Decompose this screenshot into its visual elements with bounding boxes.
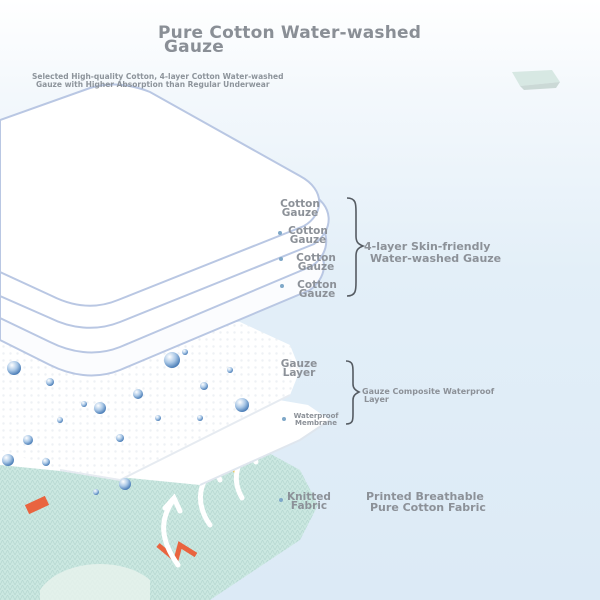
- cotton-gauze-layers: [0, 83, 330, 377]
- subtitle-line-1: Selected High-quality Cotton, 4-layer Co…: [32, 72, 284, 81]
- pointer-dot: [279, 498, 283, 502]
- title-line-2: Gauze: [164, 37, 224, 57]
- title-line-1: Pure Cotton Water-washed: [158, 23, 422, 43]
- layer-label-knitted-fabric: Knitted Fabric: [287, 491, 331, 512]
- layer-label-cotton-gauze-2: Cotton Gauze: [288, 225, 328, 246]
- layer-label-cotton-gauze-3: Cotton Gauze: [296, 252, 336, 273]
- layer-label-gauze-layer: Gauze Layer: [280, 358, 318, 379]
- pointer-dot: [279, 257, 283, 261]
- subtitle-line-2: Gauze with Higher Absorption than Regula…: [36, 80, 270, 89]
- pointer-dot: [280, 284, 284, 288]
- page-title: Pure Cotton Water-washed Gauze: [158, 23, 458, 57]
- layer-label-cotton-gauze-1: Cotton Gauze: [280, 198, 320, 219]
- group-label-printed-fabric: Printed Breathable Pure Cotton Fabric: [366, 490, 486, 514]
- knitted-fabric-layer: [0, 440, 318, 600]
- brace-lines: [345, 197, 366, 425]
- pointer-dot: [282, 417, 286, 421]
- water-droplets-icon: [2, 349, 249, 495]
- group-label-4-layer-gauze: 4-layer Skin-friendly Water-washed Gauze: [364, 240, 502, 265]
- fabric-thumbnail-icon: [512, 70, 560, 90]
- layer-label-waterproof-membrane: Waterproof Membrane: [293, 412, 339, 427]
- group-label-composite-waterproof: Gauze Composite Waterproof Layer: [362, 387, 495, 404]
- page-subtitle: Selected High-quality Cotton, 4-layer Co…: [32, 73, 352, 89]
- pointer-dot: [278, 231, 282, 235]
- layer-label-cotton-gauze-4: Cotton Gauze: [297, 279, 337, 300]
